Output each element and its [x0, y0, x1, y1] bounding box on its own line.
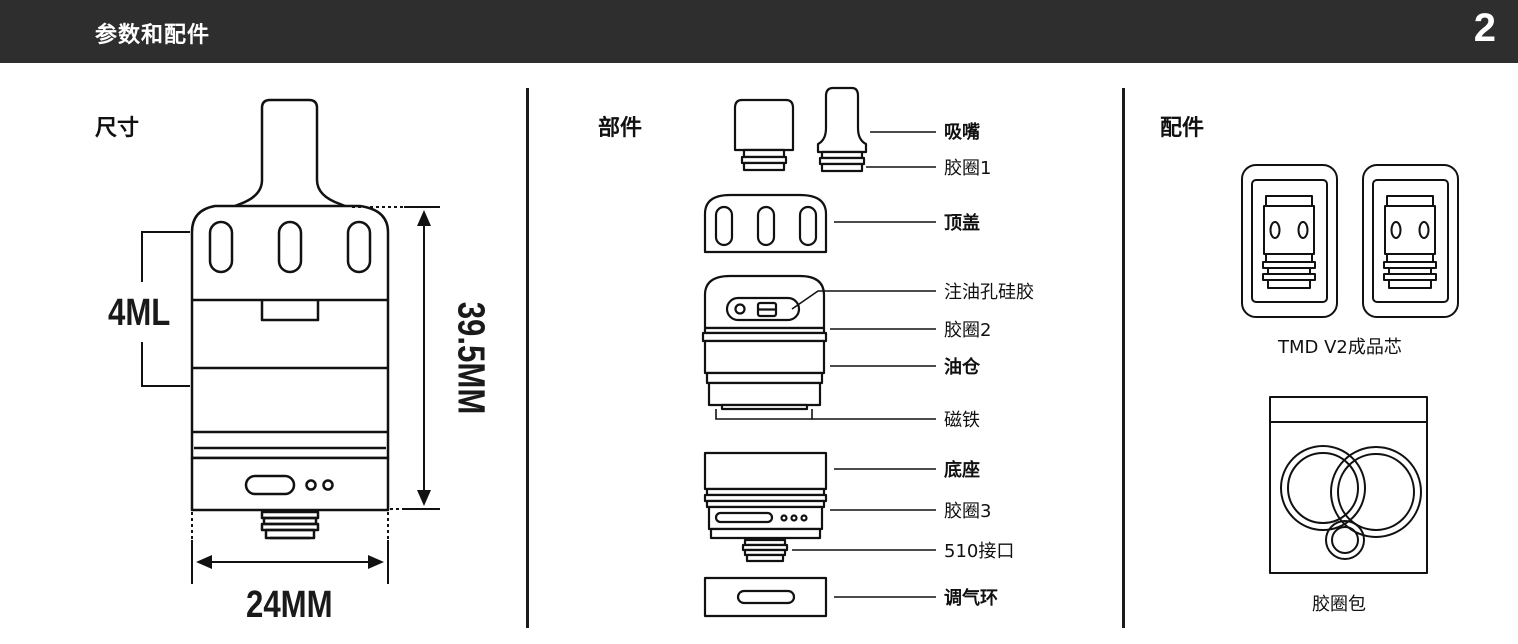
- part-label-base: 底座: [944, 460, 980, 481]
- part-label-tank: 油仓: [944, 357, 980, 378]
- part-label-magnet: 磁铁: [944, 410, 980, 431]
- accessory-label-o-ring-pack: 胶圈包: [1312, 594, 1366, 615]
- part-label-o-ring-1: 胶圈1: [944, 158, 992, 179]
- part-label-o-ring-3: 胶圈3: [944, 501, 992, 522]
- width-label: 24MM: [246, 584, 333, 626]
- height-label: 39.5MM: [449, 301, 492, 415]
- header-bar: 参数和配件 2: [0, 0, 1518, 63]
- column-divider-right: [1122, 88, 1125, 628]
- part-label-510-connector: 510接口: [944, 541, 1015, 562]
- header-title: 参数和配件: [95, 23, 211, 48]
- part-label-fill-port-silicone: 注油孔硅胶: [944, 282, 1034, 303]
- part-label-airflow-ring: 调气环: [944, 588, 998, 609]
- part-label-mouthpiece: 吸嘴: [944, 122, 980, 143]
- part-label-top-cap: 顶盖: [944, 213, 980, 234]
- part-label-o-ring-2: 胶圈2: [944, 320, 992, 341]
- dimensions-title: 尺寸: [95, 116, 140, 141]
- capacity-label: 4ML: [108, 292, 171, 334]
- column-divider-left: [526, 88, 529, 628]
- accessories-title: 配件: [1160, 116, 1205, 141]
- accessory-label-coil: TMD V2成品芯: [1278, 337, 1402, 358]
- parts-title: 部件: [598, 116, 643, 141]
- page-number: 2: [1473, 6, 1496, 50]
